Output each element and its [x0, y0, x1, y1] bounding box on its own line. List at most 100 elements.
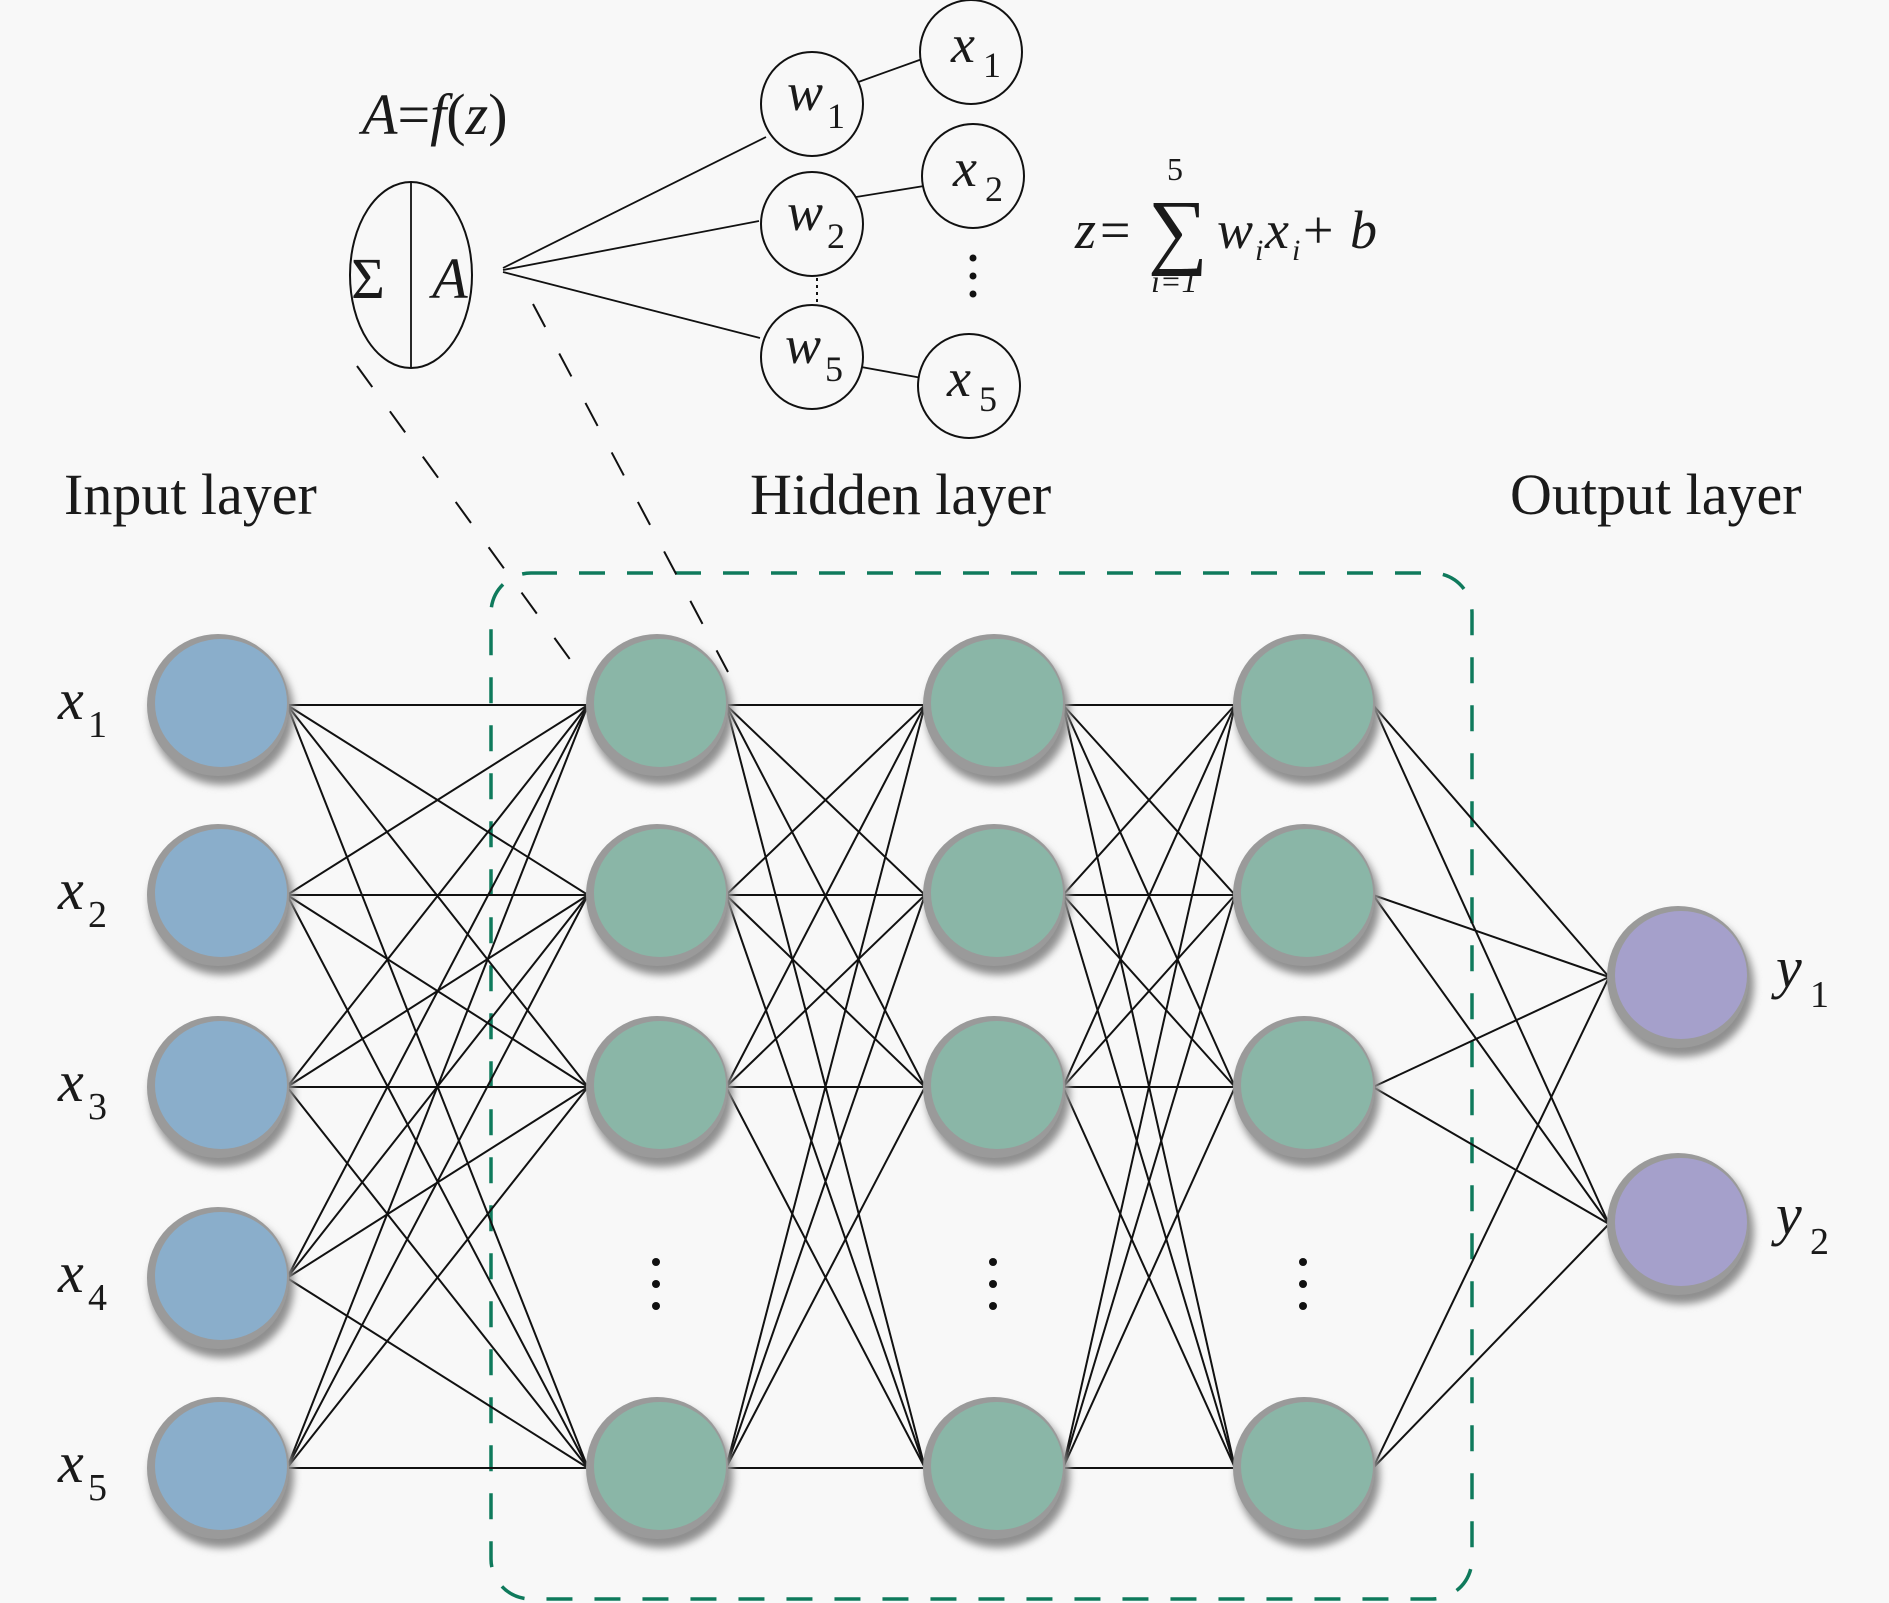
output-label-2: y — [1771, 1182, 1802, 1247]
svg-text:2: 2 — [985, 169, 1003, 209]
input-label-3: x — [57, 1049, 84, 1114]
activation-symbol: A — [428, 246, 468, 311]
edge-input-4-to-h1-4 — [286, 1277, 589, 1469]
node-h2-4 — [923, 1397, 1070, 1548]
svg-text:x: x — [950, 14, 975, 74]
detail-inputs-ellipsis — [969, 254, 977, 298]
input-label-sub-1: 1 — [88, 704, 107, 746]
edge-input-5-to-h1-2 — [286, 894, 589, 1469]
input-label-sub-3: 3 — [88, 1086, 107, 1128]
input-label-1: x — [57, 667, 84, 732]
svg-text:x: x — [952, 138, 977, 198]
edge-h2-3-to-h3-2 — [1062, 894, 1236, 1088]
svg-text:+: + — [1303, 200, 1333, 260]
input-layer-label: Input layer — [64, 462, 317, 527]
svg-text:b: b — [1350, 200, 1377, 260]
edge-h3-2-to-out-1 — [1372, 894, 1610, 978]
projection-line-right — [532, 303, 729, 673]
svg-text:w: w — [1217, 200, 1253, 260]
edge-input-4-to-h1-1 — [286, 704, 589, 1279]
svg-text:i: i — [1255, 234, 1263, 267]
node-h3-2 — [1233, 824, 1380, 975]
edge-h2-2-to-h3-1 — [1062, 704, 1236, 896]
node-input-2 — [147, 824, 294, 975]
output-label-1: y — [1771, 935, 1802, 1000]
input-label-2: x — [57, 857, 84, 922]
svg-text:2: 2 — [827, 216, 845, 256]
node-h3-1 — [1233, 634, 1380, 785]
edge-input-5-to-h1-1 — [286, 704, 589, 1469]
node-h3-3 — [1233, 1016, 1380, 1167]
link-neuron-w1 — [502, 136, 767, 269]
output-label-sub-1: 1 — [1810, 974, 1829, 1016]
node-input-3 — [147, 1016, 294, 1167]
svg-text:5: 5 — [1167, 151, 1183, 187]
node-h1-3 — [586, 1016, 733, 1167]
detail-input-x5: x 5 — [917, 333, 1021, 439]
edge-h3-3-to-out-1 — [1372, 976, 1610, 1088]
edge-h1-4-to-h2-3 — [725, 1086, 926, 1469]
detail-input-x2: x 2 — [921, 123, 1025, 229]
weight-w2: w 2 — [760, 171, 864, 277]
sum-formula: z = ∑ 5 i=1 w i x i + b — [1074, 151, 1377, 299]
weight-w1: w 1 — [760, 51, 864, 157]
edge-h2-4-to-h3-2 — [1062, 894, 1236, 1469]
svg-text:x: x — [946, 348, 971, 408]
svg-text:i: i — [1292, 234, 1300, 267]
sum-symbol: Σ — [351, 246, 385, 311]
connections — [286, 704, 1610, 1469]
node-out-2 — [1607, 1153, 1754, 1304]
link-neuron-w5 — [502, 271, 761, 339]
edge-h3-2-to-out-2 — [1372, 894, 1610, 1225]
node-h1-2 — [586, 824, 733, 975]
edge-h3-3-to-out-2 — [1372, 1086, 1610, 1225]
edge-h3-4-to-out-1 — [1372, 976, 1610, 1469]
node-h1-4 — [586, 1397, 733, 1548]
activation-formula: A=f(z) — [358, 82, 508, 147]
neuron-detail: Σ A A=f(z) w 1 w 2 w 5 x 1 — [349, 0, 1377, 681]
detail-input-x1: x 1 — [919, 0, 1023, 105]
node-out-1 — [1607, 906, 1754, 1057]
input-label-sub-5: 5 — [88, 1467, 107, 1509]
link-neuron-w2 — [502, 220, 760, 271]
link-w1-x1 — [849, 57, 926, 86]
svg-text:5: 5 — [825, 349, 843, 389]
input-label-5: x — [57, 1430, 84, 1495]
node-h1-1 — [586, 634, 733, 785]
edge-h3-1-to-out-2 — [1372, 704, 1610, 1225]
input-label-sub-2: 2 — [88, 894, 107, 936]
edge-h1-4-to-h2-1 — [725, 704, 926, 1469]
svg-text:z: z — [1074, 200, 1096, 260]
nodes — [147, 634, 1754, 1548]
node-input-1 — [147, 634, 294, 785]
node-h3-4 — [1233, 1397, 1380, 1548]
output-layer-label: Output layer — [1510, 462, 1802, 527]
svg-text:5: 5 — [979, 379, 997, 419]
svg-text:w: w — [787, 182, 823, 242]
link-w2-x2 — [849, 185, 925, 199]
hidden-3-ellipsis — [1299, 1258, 1307, 1310]
svg-text:w: w — [785, 315, 821, 375]
hidden-layer-label: Hidden layer — [750, 462, 1051, 527]
input-label-sub-4: 4 — [88, 1277, 107, 1319]
svg-text:1: 1 — [827, 96, 845, 136]
edge-h3-1-to-out-1 — [1372, 704, 1610, 978]
input-label-4: x — [57, 1240, 84, 1305]
svg-text:=: = — [1100, 200, 1130, 260]
edge-h1-4-to-h2-2 — [725, 894, 926, 1469]
svg-text:i=1: i=1 — [1151, 263, 1197, 299]
output-label-sub-2: 2 — [1810, 1221, 1829, 1263]
node-h2-1 — [923, 634, 1070, 785]
svg-text:w: w — [787, 62, 823, 122]
weight-w5: w 5 — [760, 304, 864, 410]
projection-line-left — [356, 365, 586, 681]
edge-h2-4-to-h3-1 — [1062, 704, 1236, 1469]
edge-h1-2-to-h2-1 — [725, 704, 926, 896]
svg-text:1: 1 — [983, 45, 1001, 85]
node-input-5 — [147, 1397, 294, 1548]
hidden-ellipses — [652, 1258, 1307, 1310]
edge-h2-4-to-h3-3 — [1062, 1086, 1236, 1469]
